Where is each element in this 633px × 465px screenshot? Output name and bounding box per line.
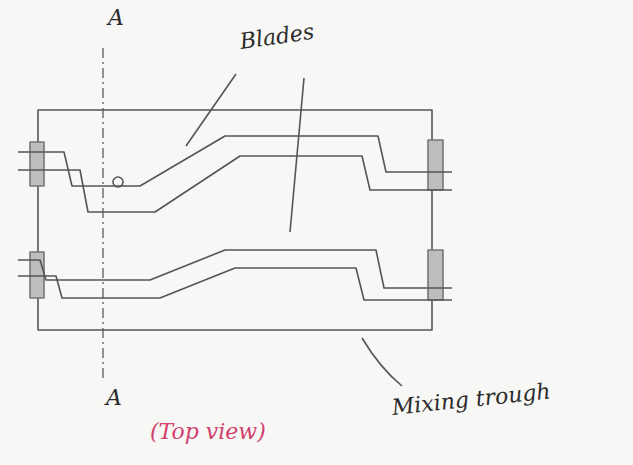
leader-line xyxy=(362,338,402,386)
bearing xyxy=(428,250,443,300)
callout-label: Blades xyxy=(238,20,315,54)
callout-label: Mixing trough xyxy=(391,379,552,420)
leader-line xyxy=(186,74,236,146)
blade xyxy=(18,268,452,300)
mixing-trough xyxy=(38,110,432,330)
bearing xyxy=(30,252,44,298)
view-caption: (Top view) xyxy=(150,420,266,444)
leader-line xyxy=(290,78,304,232)
section-letter: A xyxy=(108,6,124,30)
bearing xyxy=(428,140,443,190)
blade xyxy=(18,250,452,288)
blade-hole xyxy=(113,177,123,187)
bearing xyxy=(30,142,44,186)
section-letter: A xyxy=(106,386,122,410)
blade xyxy=(18,156,452,212)
blade xyxy=(18,136,452,186)
